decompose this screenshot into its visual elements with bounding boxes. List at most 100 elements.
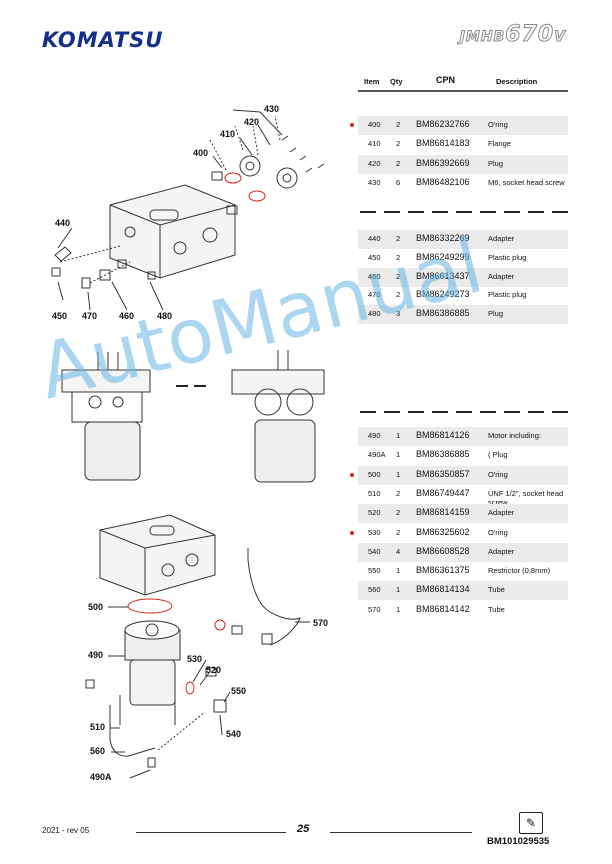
item-cpn: BM86749447 (416, 487, 470, 498)
item-qty: 2 (396, 508, 401, 518)
item-qty: 2 (396, 271, 401, 281)
header-cpn: CPN (436, 75, 456, 85)
item-qty: 2 (396, 120, 401, 129)
item-cpn: BM86814159 (416, 507, 470, 518)
item-qty: 2 (396, 139, 401, 149)
item-description: Tube (488, 585, 505, 595)
table-row: 560 1 BM86814134 Tube (358, 581, 568, 601)
item-cpn: BM86482106 (416, 176, 470, 187)
item-number: 550 (368, 566, 381, 576)
item-description: Plug (488, 158, 504, 168)
item-number: 570 (368, 604, 381, 614)
callout-400: 400 (193, 148, 209, 158)
header-description: Description (496, 77, 538, 86)
item-cpn: BM86361375 (416, 565, 470, 576)
footer-rule-right (330, 832, 472, 833)
motor-top-view (231, 350, 325, 483)
item-description: UNF 1/2", socket head screw (488, 488, 564, 507)
item-description: O'ring (488, 527, 508, 537)
item-qty: 2 (396, 234, 401, 243)
item-description: Adapter (488, 271, 515, 281)
model-number: 670 (505, 22, 555, 48)
callout-440: 440 (55, 218, 71, 228)
item-cpn: BM86350857 (416, 468, 470, 479)
item-number: 450 (368, 252, 381, 262)
callout-460: 460 (119, 311, 135, 321)
callout-530: 530 (187, 654, 203, 664)
item-description: M6, socket head screw (488, 177, 565, 187)
callout-540: 540 (226, 729, 242, 739)
item-description: O'ring (488, 120, 508, 129)
item-cpn: BM86249273 (416, 289, 470, 300)
item-qty: 1 (396, 450, 401, 460)
item-cpn: BM86814142 (416, 603, 470, 614)
manual-book-icon: ✎ (519, 812, 543, 834)
header-item: Item (364, 77, 380, 86)
model-title: JMHB670V (459, 22, 566, 48)
callout-500: 500 (88, 602, 104, 612)
footer-rule-left (136, 832, 286, 833)
item-description: Plastic plug (488, 290, 527, 300)
item-number: 490A (368, 450, 386, 460)
model-prefix: JMHB (459, 29, 506, 46)
item-number: 510 (368, 488, 381, 498)
item-number: 410 (368, 139, 381, 149)
callout-410: 410 (220, 129, 236, 139)
spare-part-marker (350, 123, 354, 127)
callout-570: 570 (313, 618, 329, 628)
callout-450: 450 (52, 311, 68, 321)
callout-520: 520 (206, 665, 222, 675)
tubes (85, 548, 301, 768)
item-qty: 1 (396, 469, 401, 479)
callout-490: 490 (88, 650, 104, 660)
item-qty: 1 (396, 604, 401, 614)
item-description: Plastic plug (488, 252, 527, 262)
callout-490a: 490A (90, 772, 112, 782)
item-number: 420 (368, 158, 381, 168)
item-cpn: BM86332269 (416, 233, 470, 243)
item-description: Plug (488, 309, 504, 319)
item-qty: 2 (396, 527, 401, 537)
item-number: 460 (368, 271, 381, 281)
page-number: 25 (297, 823, 310, 835)
callout-480: 480 (157, 311, 173, 321)
item-number: 540 (368, 546, 381, 556)
item-qty: 2 (396, 488, 401, 498)
item-number: 490 (368, 431, 381, 440)
table-row: 460 2 BM86613437 Adapter (358, 267, 568, 287)
item-number: 520 (368, 508, 381, 518)
flange-parts (209, 115, 325, 215)
callout-470: 470 (82, 311, 98, 321)
footer-date: 2021 - rev 05 (42, 826, 90, 835)
valve-block-lower (99, 514, 216, 596)
spare-part-marker (350, 530, 354, 535)
item-qty: 3 (396, 309, 401, 319)
callout-420: 420 (244, 117, 260, 127)
header-qty: Qty (390, 77, 403, 86)
item-cpn: BM86386885 (416, 449, 470, 460)
callout-510: 510 (90, 722, 106, 732)
item-qty: 2 (396, 290, 401, 300)
item-cpn: BM86814126 (416, 430, 470, 440)
item-qty: 2 (396, 158, 401, 168)
callout-430: 430 (264, 104, 280, 114)
item-cpn: BM86814183 (416, 138, 470, 149)
item-number: 500 (368, 469, 381, 479)
document-code: BM101029535 (487, 836, 550, 847)
item-cpn: BM86613437 (416, 270, 470, 281)
motor-490 (119, 620, 181, 725)
item-number: 560 (368, 585, 381, 595)
item-description: Motor including: (488, 431, 541, 440)
valve-block-upper (109, 184, 236, 279)
item-qty: 1 (396, 585, 401, 595)
item-cpn: BM86814134 (416, 584, 470, 595)
